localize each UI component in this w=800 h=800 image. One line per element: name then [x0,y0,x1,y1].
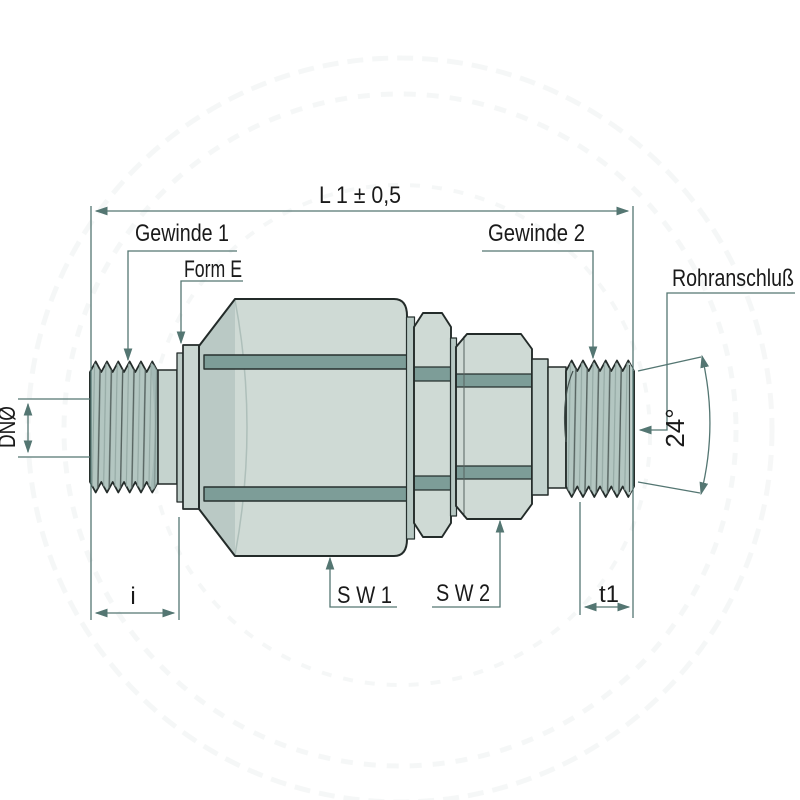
label-cone-angle: 24° [660,408,690,447]
hex-1 [198,298,408,557]
spacer-ring [413,312,452,538]
leader-form-e [176,280,243,345]
label-form-e: Form E [184,256,242,283]
label-wrench-1: S W 1 [337,582,392,609]
label-wrench-2: S W 2 [436,580,490,607]
dimensions [18,206,795,620]
leader-thread-2 [482,250,598,360]
label-thread-2: Gewinde 2 [488,220,585,247]
shoulder-step [531,358,549,496]
label-thread-length: t1 [599,581,619,608]
shank [157,369,178,485]
label-nominal-bore: DNØ [0,406,21,448]
thread-2 [563,359,635,498]
leader-wrench-1 [325,556,397,608]
dim-thread-length [579,502,631,615]
leader-thread-1 [123,250,237,362]
label-overall-length: L 1 ± 0,5 [319,182,401,209]
leader-pipe-connection [638,292,795,435]
leader-wrench-2 [432,519,505,608]
hex-2 [455,333,533,520]
seal-strip [176,352,184,503]
dim-insertion-length [94,517,180,620]
shoulder-cylinder [547,366,567,489]
dim-overall-length [90,206,634,620]
dim-nominal-bore [18,398,90,458]
form-e-collar [182,344,200,510]
label-insertion-length: i [130,583,135,610]
label-thread-1: Gewinde 1 [135,220,229,247]
labels: L 1 ± 0,5 Gewinde 1 Form E Gewinde 2 Roh… [0,182,794,610]
watermark [25,55,775,800]
label-pipe-connection: Rohranschluß [672,265,794,292]
thread-1 [89,360,159,494]
cone-24deg [637,354,711,496]
fitting-body [89,298,635,557]
